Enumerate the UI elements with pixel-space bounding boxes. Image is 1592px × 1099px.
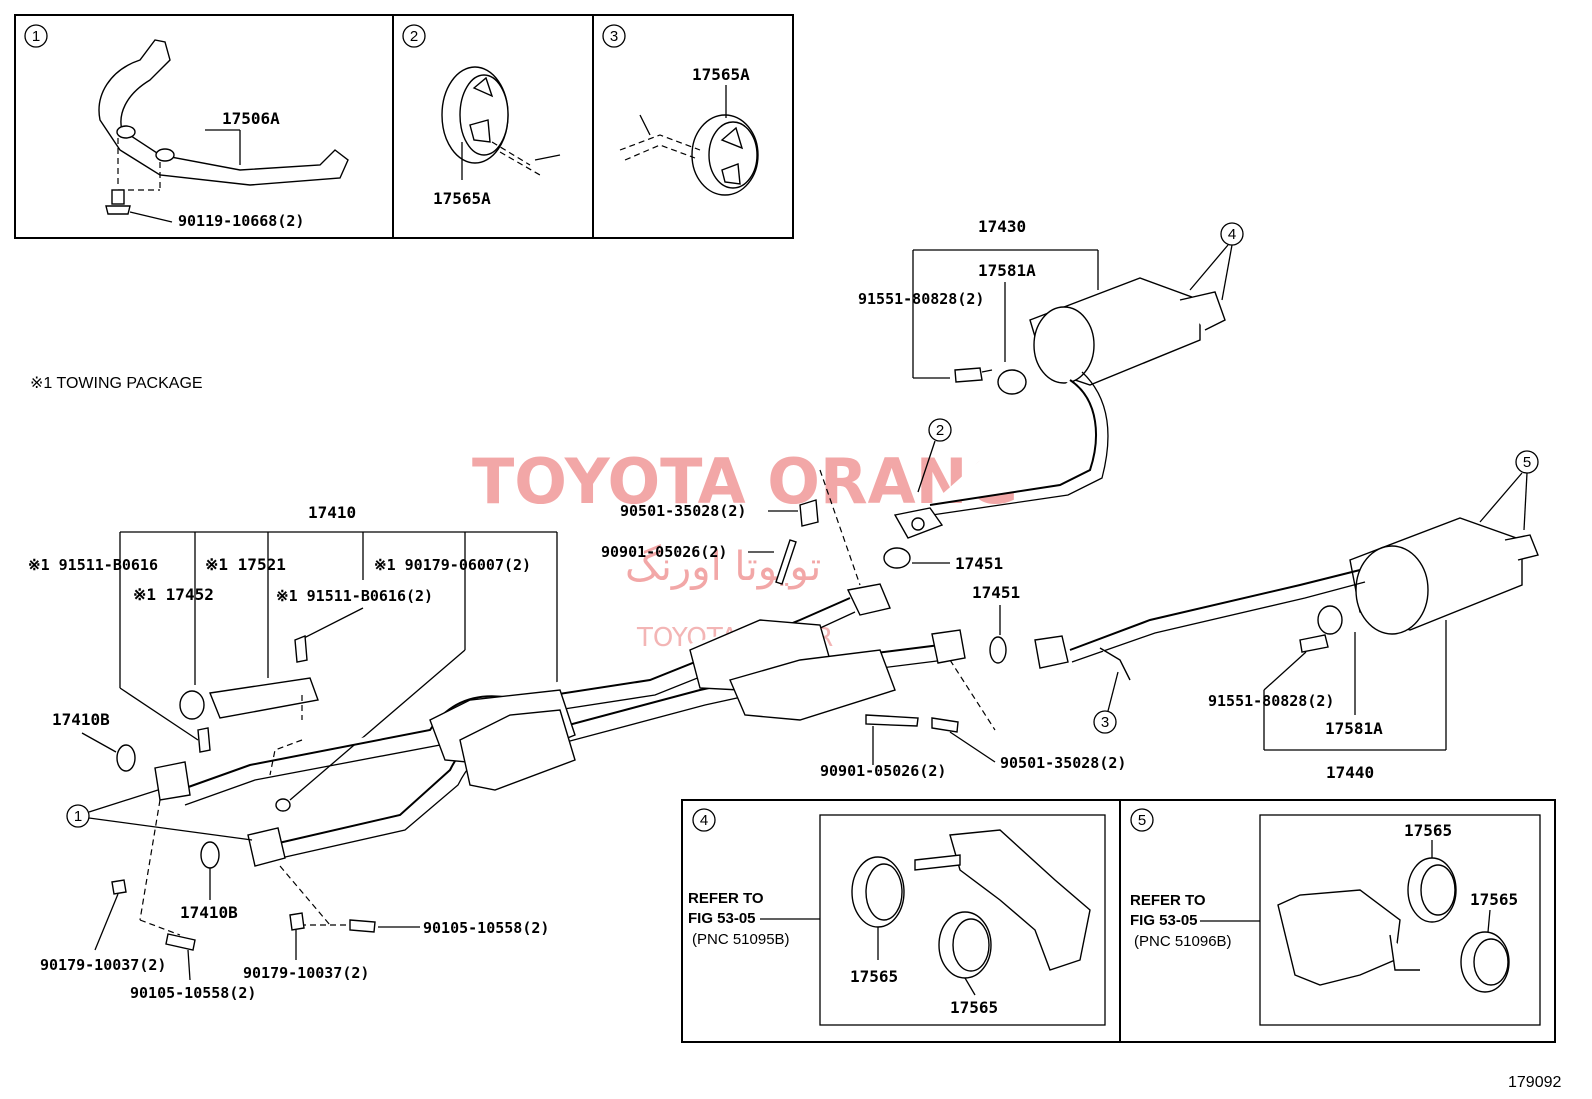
callout-number: 4 (1228, 226, 1236, 243)
inset-1: 1 17506A 90119-10668(2) (14, 14, 394, 239)
clamp-icon (179, 690, 205, 720)
gasket-icon (989, 636, 1007, 664)
flange (154, 761, 191, 801)
callout-number: 2 (410, 28, 418, 45)
callout-number: 1 (74, 808, 82, 825)
part-label: 90105-10558(2) (423, 919, 549, 937)
callout-number: 2 (936, 422, 944, 439)
rubber-hanger-icon (997, 369, 1027, 395)
part-label: 17565A (692, 65, 750, 84)
part-label: 17410B (180, 903, 238, 922)
part-label: 90901-05026(2) (820, 762, 946, 780)
callout-number: 5 (1138, 812, 1146, 829)
refer-line: FIG 53-05 (688, 910, 756, 927)
part-label: 17451 (972, 583, 1020, 602)
figure-number: 179092 (1508, 1074, 1561, 1091)
bracket-bolt-hole (116, 125, 136, 139)
watermark-title: TOYOTA ORANG (472, 445, 1018, 518)
bolt-icon (165, 933, 196, 951)
part-label: 17430 (978, 217, 1026, 236)
gasket-icon (116, 744, 136, 772)
callout-number: 4 (700, 812, 708, 829)
callout-number: 5 (1523, 454, 1531, 471)
gasket-icon (883, 547, 911, 569)
part-label: 90179-10037(2) (243, 964, 369, 982)
bolt-icon (1299, 634, 1329, 653)
part-label: 91551-80828(2) (858, 290, 984, 308)
nut-icon (289, 912, 305, 931)
part-label: 90179-10037(2) (40, 956, 166, 974)
bolt-icon (349, 919, 376, 933)
inset-4: 4 REFER TO FIG 53-05 (PNC 51095B) 17565 … (681, 799, 1121, 1043)
refer-line: REFER TO (1130, 892, 1206, 909)
bracket-17506A-shape (98, 39, 349, 186)
part-label: ※1 91511-B0616(2) (276, 587, 433, 605)
flange (846, 583, 891, 616)
part-label: 90105-10558(2) (130, 984, 256, 1002)
part-label: 90901-05026(2) (601, 543, 727, 561)
part-label: 17410 (308, 503, 356, 522)
part-label: 90501-35028(2) (1000, 754, 1126, 772)
part-label: 17581A (1325, 719, 1383, 738)
part-label: ※1 90179-06007(2) (374, 556, 531, 574)
towing-package-note: ※1 TOWING PACKAGE (30, 375, 203, 392)
bolt-icon (954, 367, 983, 383)
part-label: 90501-35028(2) (620, 502, 746, 520)
bolt-icon (775, 539, 797, 585)
callout-number: 1 (32, 28, 40, 45)
part-label: ※1 17452 (133, 585, 214, 604)
bolt-icon (865, 714, 919, 727)
part-label: 91551-80828(2) (1208, 692, 1334, 710)
inset-5: 5 REFER TO FIG 53-05 (PNC 51096B) 17565 … (1119, 799, 1556, 1043)
bolt-icon (197, 727, 211, 753)
spring-icon (931, 717, 959, 733)
callout-circle-1 (24, 24, 48, 48)
bracket-shape (949, 829, 1091, 971)
part-label: ※1 17521 (205, 555, 286, 574)
inset-2: 2 17565A (392, 14, 594, 239)
part-label: 17565A (433, 189, 491, 208)
refer-line: REFER TO (688, 890, 764, 907)
refer-line: (PNC 51095B) (692, 931, 790, 948)
spring-icon (799, 499, 819, 527)
part-label: 17565 (850, 967, 898, 986)
callout-number: 3 (610, 28, 618, 45)
part-label: ※1 91511-B0616 (28, 556, 158, 574)
main-muffler-17430: 17430 17581A 91551-80828(2) 4 (858, 217, 1244, 539)
part-label: 17506A (222, 109, 280, 128)
nut-icon (111, 879, 127, 895)
flange (1034, 635, 1069, 669)
rubber-hanger-icon (1317, 605, 1343, 635)
callout-number: 3 (1101, 714, 1109, 731)
gasket-icon (200, 841, 220, 869)
refer-line: (PNC 51096B) (1134, 933, 1232, 950)
part-label: 17581A (978, 261, 1036, 280)
inset-3: 3 17565A (592, 14, 794, 239)
flange (247, 827, 286, 867)
front-pipe-17410: 17410 ※1 91511-B0616 ※1 17521 ※1 90179-0… (28, 503, 966, 1002)
part-label: 17410B (52, 710, 110, 729)
refer-line: FIG 53-05 (1130, 912, 1198, 929)
center-resonator (729, 649, 896, 721)
part-label: 90119-10668(2) (178, 212, 304, 230)
catalytic-converter (459, 709, 576, 791)
nut-icon (275, 798, 291, 812)
part-label: 17440 (1326, 763, 1374, 782)
bolt-icon (294, 634, 308, 663)
tail-pipe-17440: 5 3 91551-80828(2) 17581A 17440 (1034, 450, 1539, 782)
flange (931, 629, 966, 664)
bolt-icon (111, 189, 125, 205)
heat-shield (209, 677, 319, 719)
bracket-bolt-hole (155, 148, 175, 162)
part-label: 17565 (1470, 890, 1518, 909)
bracket-shape (1277, 889, 1401, 986)
part-label: 17451 (955, 554, 1003, 573)
part-label: 17565 (1404, 821, 1452, 840)
part-label: 17565 (950, 998, 998, 1017)
